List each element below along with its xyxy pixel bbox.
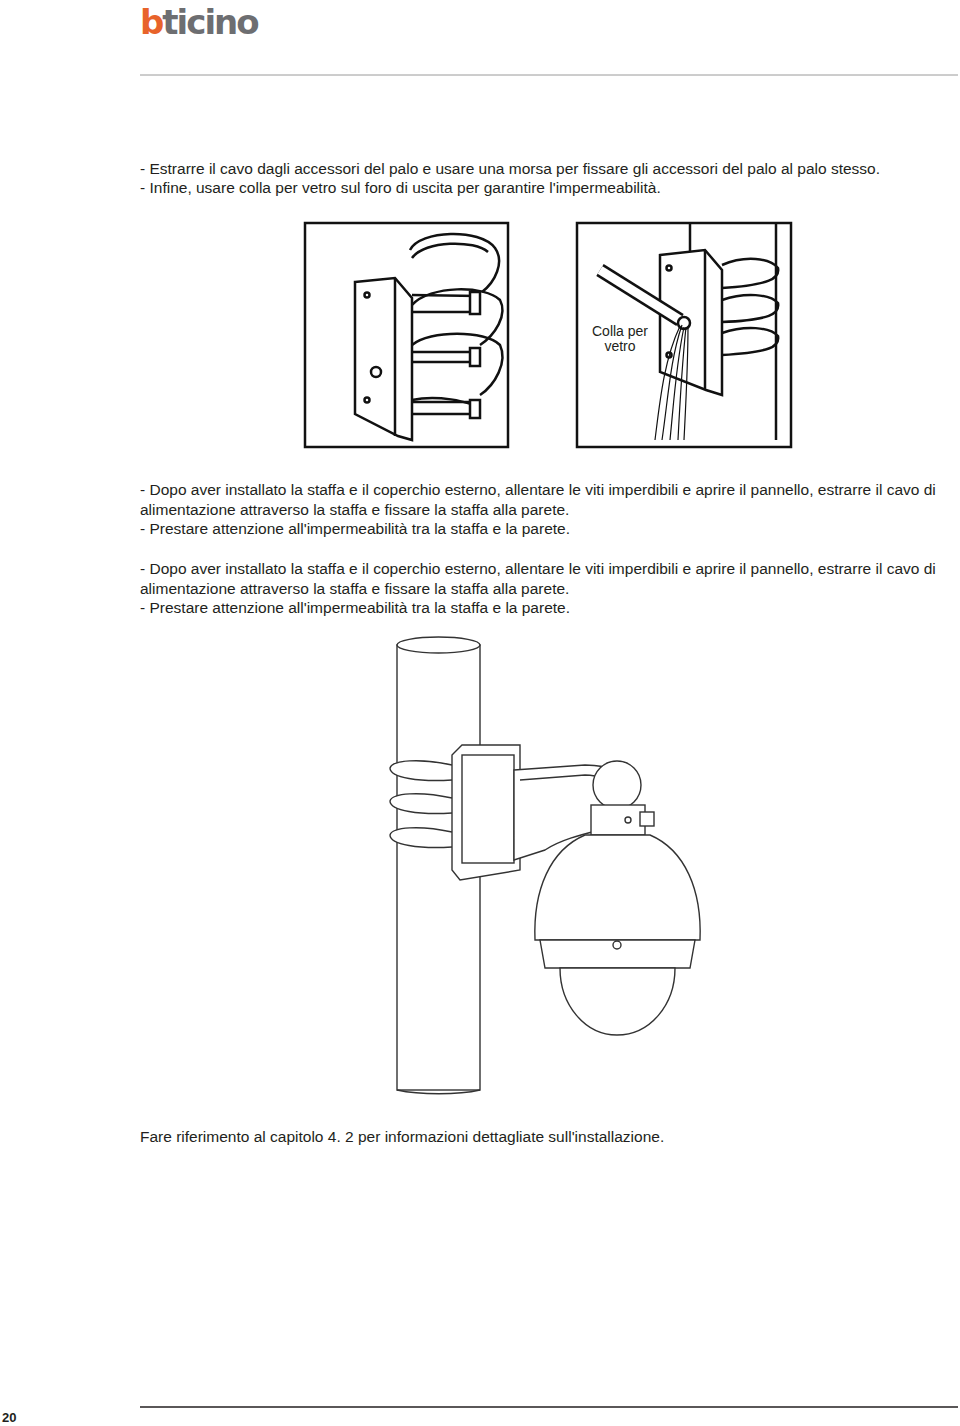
instruction-paragraph: - Dopo aver installato la staffa e il co… bbox=[140, 559, 940, 599]
dome-camera-on-pole bbox=[390, 637, 700, 1094]
pole-bracket-figure bbox=[305, 223, 508, 447]
reference-note: Fare riferimento al capitolo 4. 2 per in… bbox=[140, 1127, 940, 1147]
brand-logo: bticino bbox=[140, 4, 340, 40]
instruction-line: - Estrarre il cavo dagli accessori del p… bbox=[140, 159, 940, 179]
header-rule bbox=[140, 75, 958, 76]
instruction-line: - Infine, usare colla per vetro sul foro… bbox=[140, 178, 940, 198]
instruction-note: - Prestare attenzione all'impermeabilità… bbox=[140, 598, 940, 618]
instruction-paragraph: - Dopo aver installato la staffa e il co… bbox=[140, 480, 940, 520]
page-number: 20 bbox=[2, 1411, 32, 1425]
callout-label: Colla per vetro bbox=[589, 324, 651, 354]
pole-mounted-figure bbox=[577, 223, 791, 447]
instruction-note: - Prestare attenzione all'impermeabilità… bbox=[140, 519, 940, 539]
footer-rule bbox=[140, 1406, 958, 1408]
